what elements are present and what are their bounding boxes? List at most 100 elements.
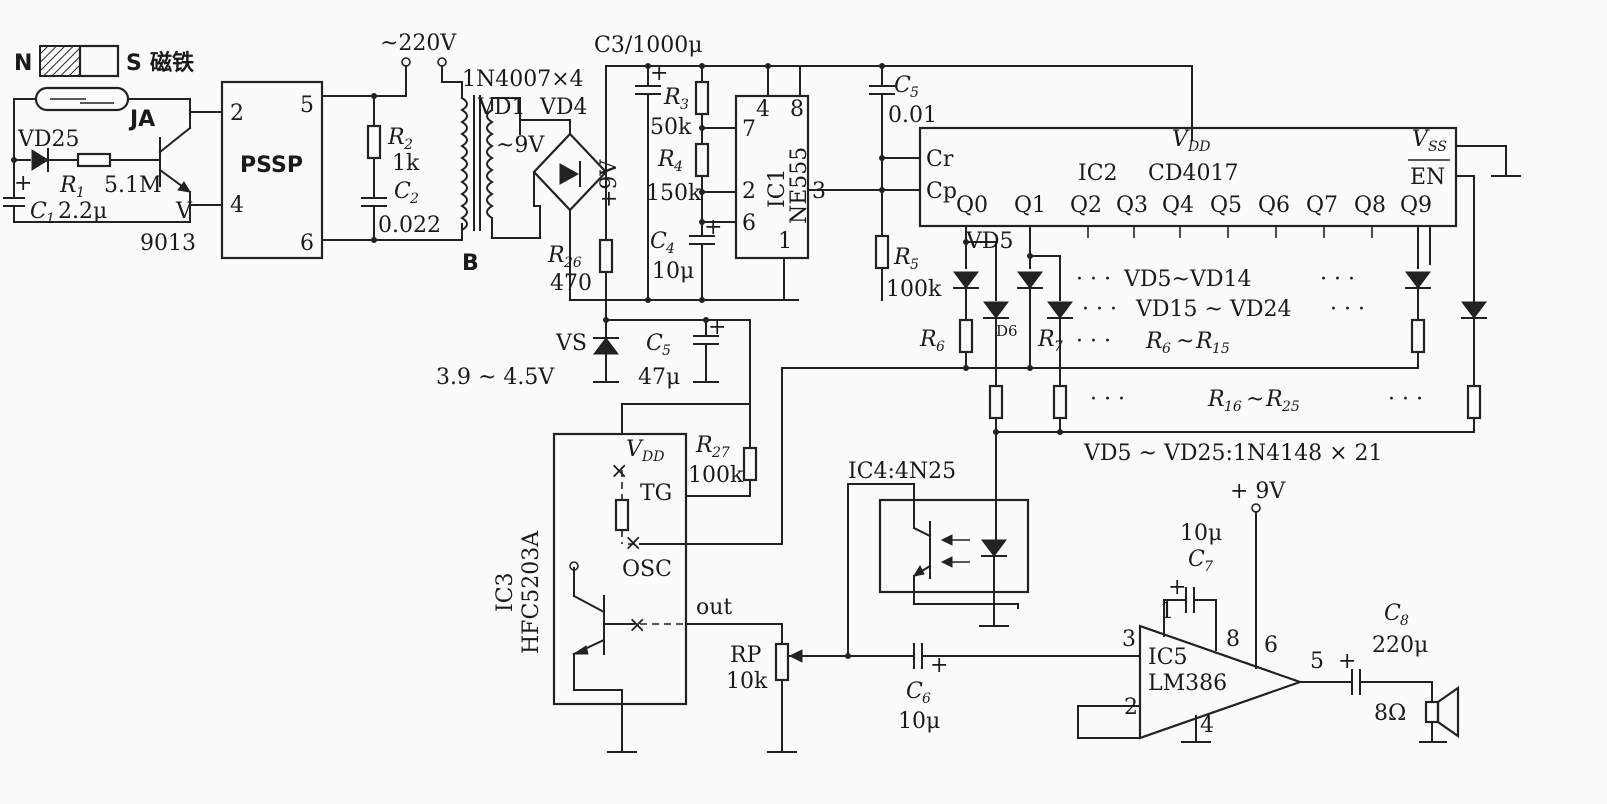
r27-sub: 27 <box>711 445 730 461</box>
supply-rail <box>605 65 1193 141</box>
r-range1: R <box>1145 329 1163 354</box>
ic2-vdd: V <box>1172 127 1190 152</box>
magnet-s: S <box>126 51 142 76</box>
r6-name: R <box>919 327 937 352</box>
trigger-wiring <box>3 98 223 223</box>
ic2-q7: Q7 <box>1306 193 1338 218</box>
vd25-label: VD25 <box>17 127 80 152</box>
ic3-out: out <box>696 595 732 620</box>
speaker-icon <box>1424 685 1460 739</box>
r1-sub: 1 <box>76 185 85 201</box>
c8-name: C <box>1384 601 1401 626</box>
dots-5: · · · <box>1076 329 1111 354</box>
r-range1-b: 15 <box>1212 341 1230 357</box>
magnet: N S 磁铁 <box>14 44 194 78</box>
c5a-name: C <box>894 73 911 98</box>
r5-name: R <box>893 245 911 270</box>
r7-sub: 7 <box>1054 339 1063 355</box>
reed-label: JA <box>128 107 155 132</box>
c5a-value: 0.01 <box>888 103 937 128</box>
ic3-hfc5203a: × × × <box>552 403 783 753</box>
r4-value: 150k <box>646 181 702 206</box>
r4-name: R <box>657 147 675 172</box>
c2-name: C <box>394 179 411 204</box>
ic2-q1: Q1 <box>1014 193 1046 218</box>
c3-label: C3/1000μ <box>594 33 703 58</box>
c7-name: C <box>1188 547 1205 572</box>
supply-9v-b: + 9V <box>1230 479 1286 504</box>
pssp-module: PSSP 2 5 4 6 <box>220 80 324 260</box>
r1-name: R <box>59 173 77 198</box>
ic2-q2: Q2 <box>1070 193 1102 218</box>
pssp-name: PSSP <box>240 153 303 178</box>
ic2-q6: Q6 <box>1258 193 1290 218</box>
ic1-ne555 <box>734 65 921 301</box>
r2-name: R <box>387 125 405 150</box>
ic2-output-stubs <box>1087 226 1373 238</box>
ic1-pin1: 1 <box>778 229 792 254</box>
ic2-model: CD4017 <box>1148 161 1238 186</box>
d6-label: D6 <box>996 322 1018 340</box>
r2-sub: 2 <box>403 137 413 153</box>
bridge-vd1: VD1 <box>477 95 526 120</box>
ic2-cp: Cp <box>926 179 957 204</box>
ic5-model: LM386 <box>1148 671 1227 696</box>
ic5-pin1: 1 <box>1160 599 1174 624</box>
r26-sub: 26 <box>563 255 582 271</box>
ic5-pin3: 3 <box>1122 627 1136 652</box>
pssp-pin5: 5 <box>300 93 314 118</box>
vd5-label: VD5 <box>965 229 1014 254</box>
c7-sub: 7 <box>1204 559 1213 575</box>
c5a-sub: 5 <box>910 85 919 101</box>
ic5-pin5: 5 <box>1310 649 1324 674</box>
c5b-name: C <box>646 331 663 356</box>
ic2-q8: Q8 <box>1354 193 1386 218</box>
ic3-name: IC3 <box>493 572 518 612</box>
ic3-osc: OSC <box>622 557 672 582</box>
diode-matrix <box>639 225 1487 545</box>
transformer-label: B <box>462 251 479 276</box>
c5b-sub: 5 <box>662 343 671 359</box>
ic4-optocoupler <box>847 483 1030 657</box>
ic5-pin4: 4 <box>1200 713 1214 738</box>
ic2-vdd-sub: DD <box>1187 139 1210 155</box>
c8-value: 220μ <box>1372 633 1428 658</box>
svg-text:~: ~ <box>1176 329 1194 354</box>
svg-text:+: + <box>1338 649 1356 674</box>
pssp-pin2: 2 <box>230 101 244 126</box>
pssp-pin6: 6 <box>300 231 314 256</box>
ic5-pin8: 8 <box>1226 627 1240 652</box>
diodes-range2: VD15 ~ VD24 <box>1135 297 1291 322</box>
ic1-pin2: 2 <box>742 179 756 204</box>
r-range2-a: 16 <box>1224 399 1242 415</box>
r27-name: R <box>695 433 713 458</box>
pssp-pin4: 4 <box>230 193 244 218</box>
ic1-name: IC1 <box>765 168 790 208</box>
ic5-pin2: 2 <box>1124 695 1138 720</box>
r-range2-b: 25 <box>1281 399 1300 415</box>
ic1-pin3: 3 <box>812 179 826 204</box>
r-range2: R <box>1207 387 1225 412</box>
ic1-pin4: 4 <box>756 97 770 122</box>
transformer-secondary: ~9V <box>496 133 545 158</box>
ic1-pin6: 6 <box>742 211 756 236</box>
speaker-value: 8Ω <box>1374 701 1406 726</box>
vs-value: 3.9 ~ 4.5V <box>436 365 555 390</box>
reed-switch: JA <box>34 86 155 132</box>
ic2-name: IC2 <box>1078 161 1118 186</box>
r-range1-a: 6 <box>1162 341 1171 357</box>
svg-text:~: ~ <box>1246 387 1264 412</box>
svg-text:+: + <box>708 315 726 340</box>
ic5-lm386: + + <box>1077 503 1447 743</box>
svg-text:+: + <box>1168 575 1186 600</box>
transistor-v: V <box>175 199 193 224</box>
r3-name: R <box>663 85 681 110</box>
r3-r4-chain: + <box>689 65 737 301</box>
ic2-q4: Q4 <box>1162 193 1194 218</box>
magnet-label: 磁铁 <box>150 50 194 76</box>
ic3-tg: TG <box>640 481 672 506</box>
c1-sub: 1 <box>46 211 55 227</box>
c6-name: C <box>906 679 923 704</box>
c4-name: C <box>650 229 667 254</box>
r27-value: 100k <box>688 463 744 488</box>
